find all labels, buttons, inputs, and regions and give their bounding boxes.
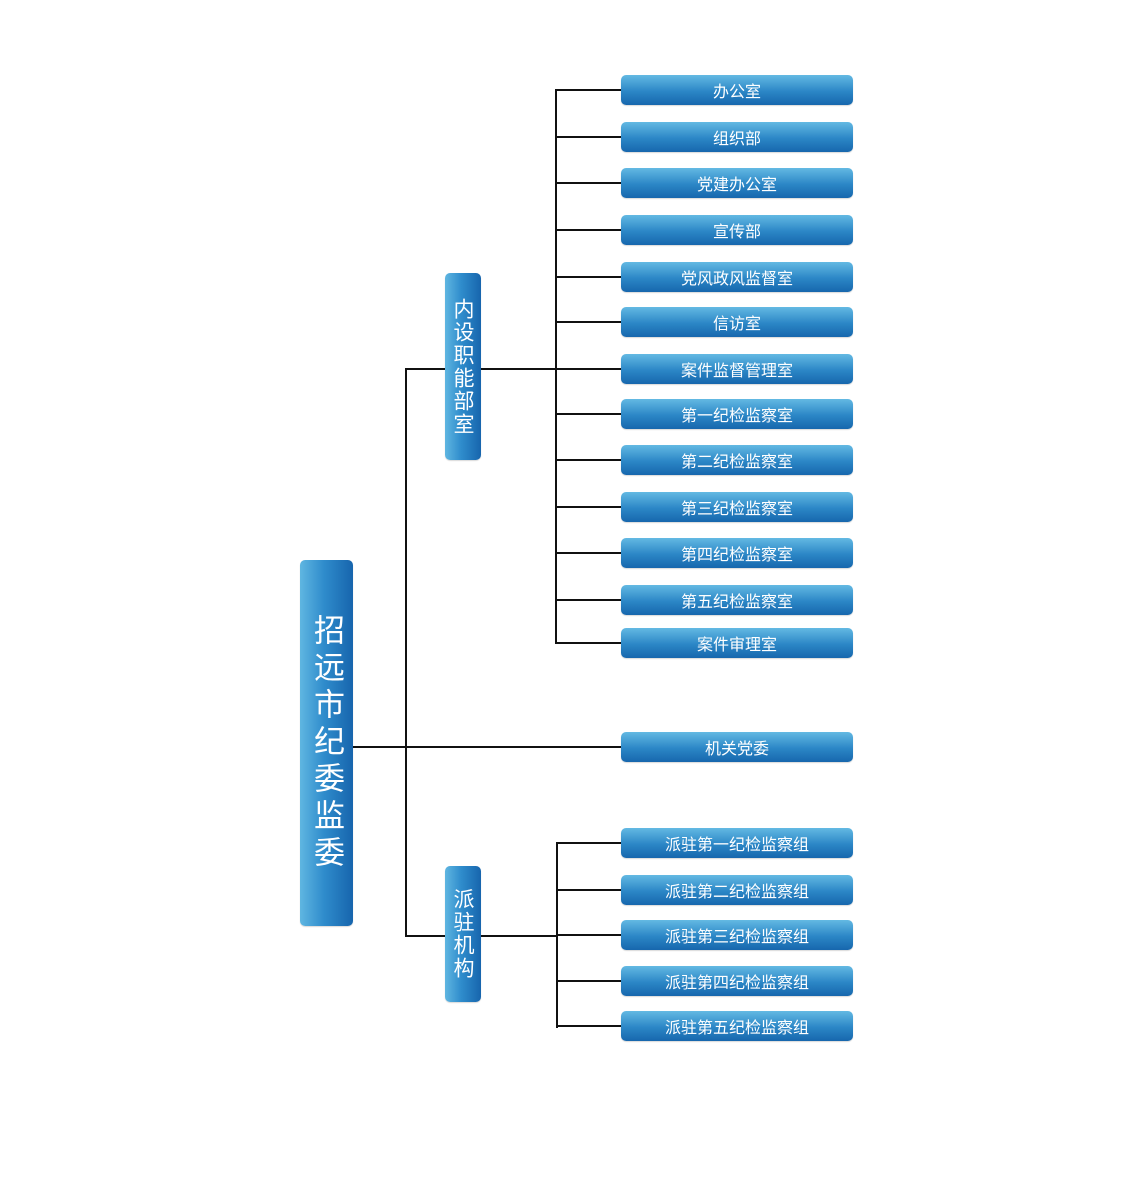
dispatched-group-node: 派驻第二纪检监察组 [621,875,853,905]
internal-department-node: 党风政风监督室 [621,262,853,292]
internal-department-label: 办公室 [712,82,761,101]
branch-dispatched-agencies: 派驻机构 [445,866,481,1002]
root-label: 招远市纪委监委 [308,613,344,873]
dispatched-group-node: 派驻第一纪检监察组 [621,828,853,858]
dispatched-group-label: 派驻第一纪检监察组 [664,835,809,854]
internal-department-node: 第二纪检监察室 [621,445,853,475]
internal-department-connector [555,413,621,415]
dispatched-group-label: 派驻第三纪检监察组 [664,927,809,946]
internal-department-connector [555,321,621,323]
internal-department-node: 办公室 [621,75,853,105]
connector-level1-spine [405,368,407,937]
internal-department-connector [555,552,621,554]
dispatched-group-connector [556,980,621,982]
root-node: 招远市纪委监委 [300,560,353,926]
internal-department-connector [555,506,621,508]
internal-department-connector [555,276,621,278]
internal-department-label: 宣传部 [712,222,761,241]
internal-department-label: 第五纪检监察室 [680,592,793,611]
internal-department-connector [555,368,621,370]
internal-department-label: 第四纪检监察室 [680,545,793,564]
branch-internal-label: 内设职能部室 [451,297,475,436]
internal-department-connector [555,599,621,601]
dispatched-group-connector [556,934,621,936]
dispatched-group-node: 派驻第四纪检监察组 [621,966,853,996]
internal-department-label: 信访室 [712,314,761,333]
internal-department-node: 案件监督管理室 [621,354,853,384]
dispatched-group-label: 派驻第二纪检监察组 [664,882,809,901]
connector-dispatched-spine [556,844,558,1028]
internal-department-connector [555,642,621,644]
connector-internal-spine [555,91,557,643]
internal-department-label: 案件监督管理室 [680,361,793,380]
dispatched-group-node: 派驻第三纪检监察组 [621,920,853,950]
internal-department-node: 案件审理室 [621,628,853,658]
internal-department-node: 党建办公室 [621,168,853,198]
internal-department-node: 第三纪检监察室 [621,492,853,522]
internal-department-label: 组织部 [712,129,761,148]
connector-to-dispatched [405,935,445,937]
connector-to-internal [405,368,445,370]
branch-dispatched-label: 派驻机构 [451,888,475,980]
branch-internal-departments: 内设职能部室 [445,273,481,460]
internal-department-label: 第二纪检监察室 [680,452,793,471]
node-party-committee: 机关党委 [621,732,853,762]
connector-root-trunk [353,746,621,748]
connector-dispatched-out [481,935,557,937]
dispatched-group-label: 派驻第四纪检监察组 [664,973,809,992]
node-party-committee-label: 机关党委 [704,739,769,758]
internal-department-label: 第三纪检监察室 [680,499,793,518]
connector-internal-out [481,368,557,370]
internal-department-node: 第五纪检监察室 [621,585,853,615]
internal-department-connector [555,136,621,138]
internal-department-connector [555,182,621,184]
dispatched-group-node: 派驻第五纪检监察组 [621,1011,853,1041]
internal-department-node: 第一纪检监察室 [621,399,853,429]
internal-department-connector [555,459,621,461]
internal-department-label: 党建办公室 [696,175,777,194]
dispatched-group-connector [556,889,621,891]
internal-department-node: 第四纪检监察室 [621,538,853,568]
internal-department-label: 第一纪检监察室 [680,406,793,425]
internal-department-node: 信访室 [621,307,853,337]
dispatched-group-connector [556,842,621,844]
dispatched-group-connector [556,1025,621,1027]
internal-department-label: 案件审理室 [696,635,777,654]
internal-department-node: 组织部 [621,122,853,152]
internal-department-connector [555,229,621,231]
internal-department-label: 党风政风监督室 [680,269,793,288]
internal-department-connector [555,89,621,91]
internal-department-node: 宣传部 [621,215,853,245]
dispatched-group-label: 派驻第五纪检监察组 [664,1018,809,1037]
